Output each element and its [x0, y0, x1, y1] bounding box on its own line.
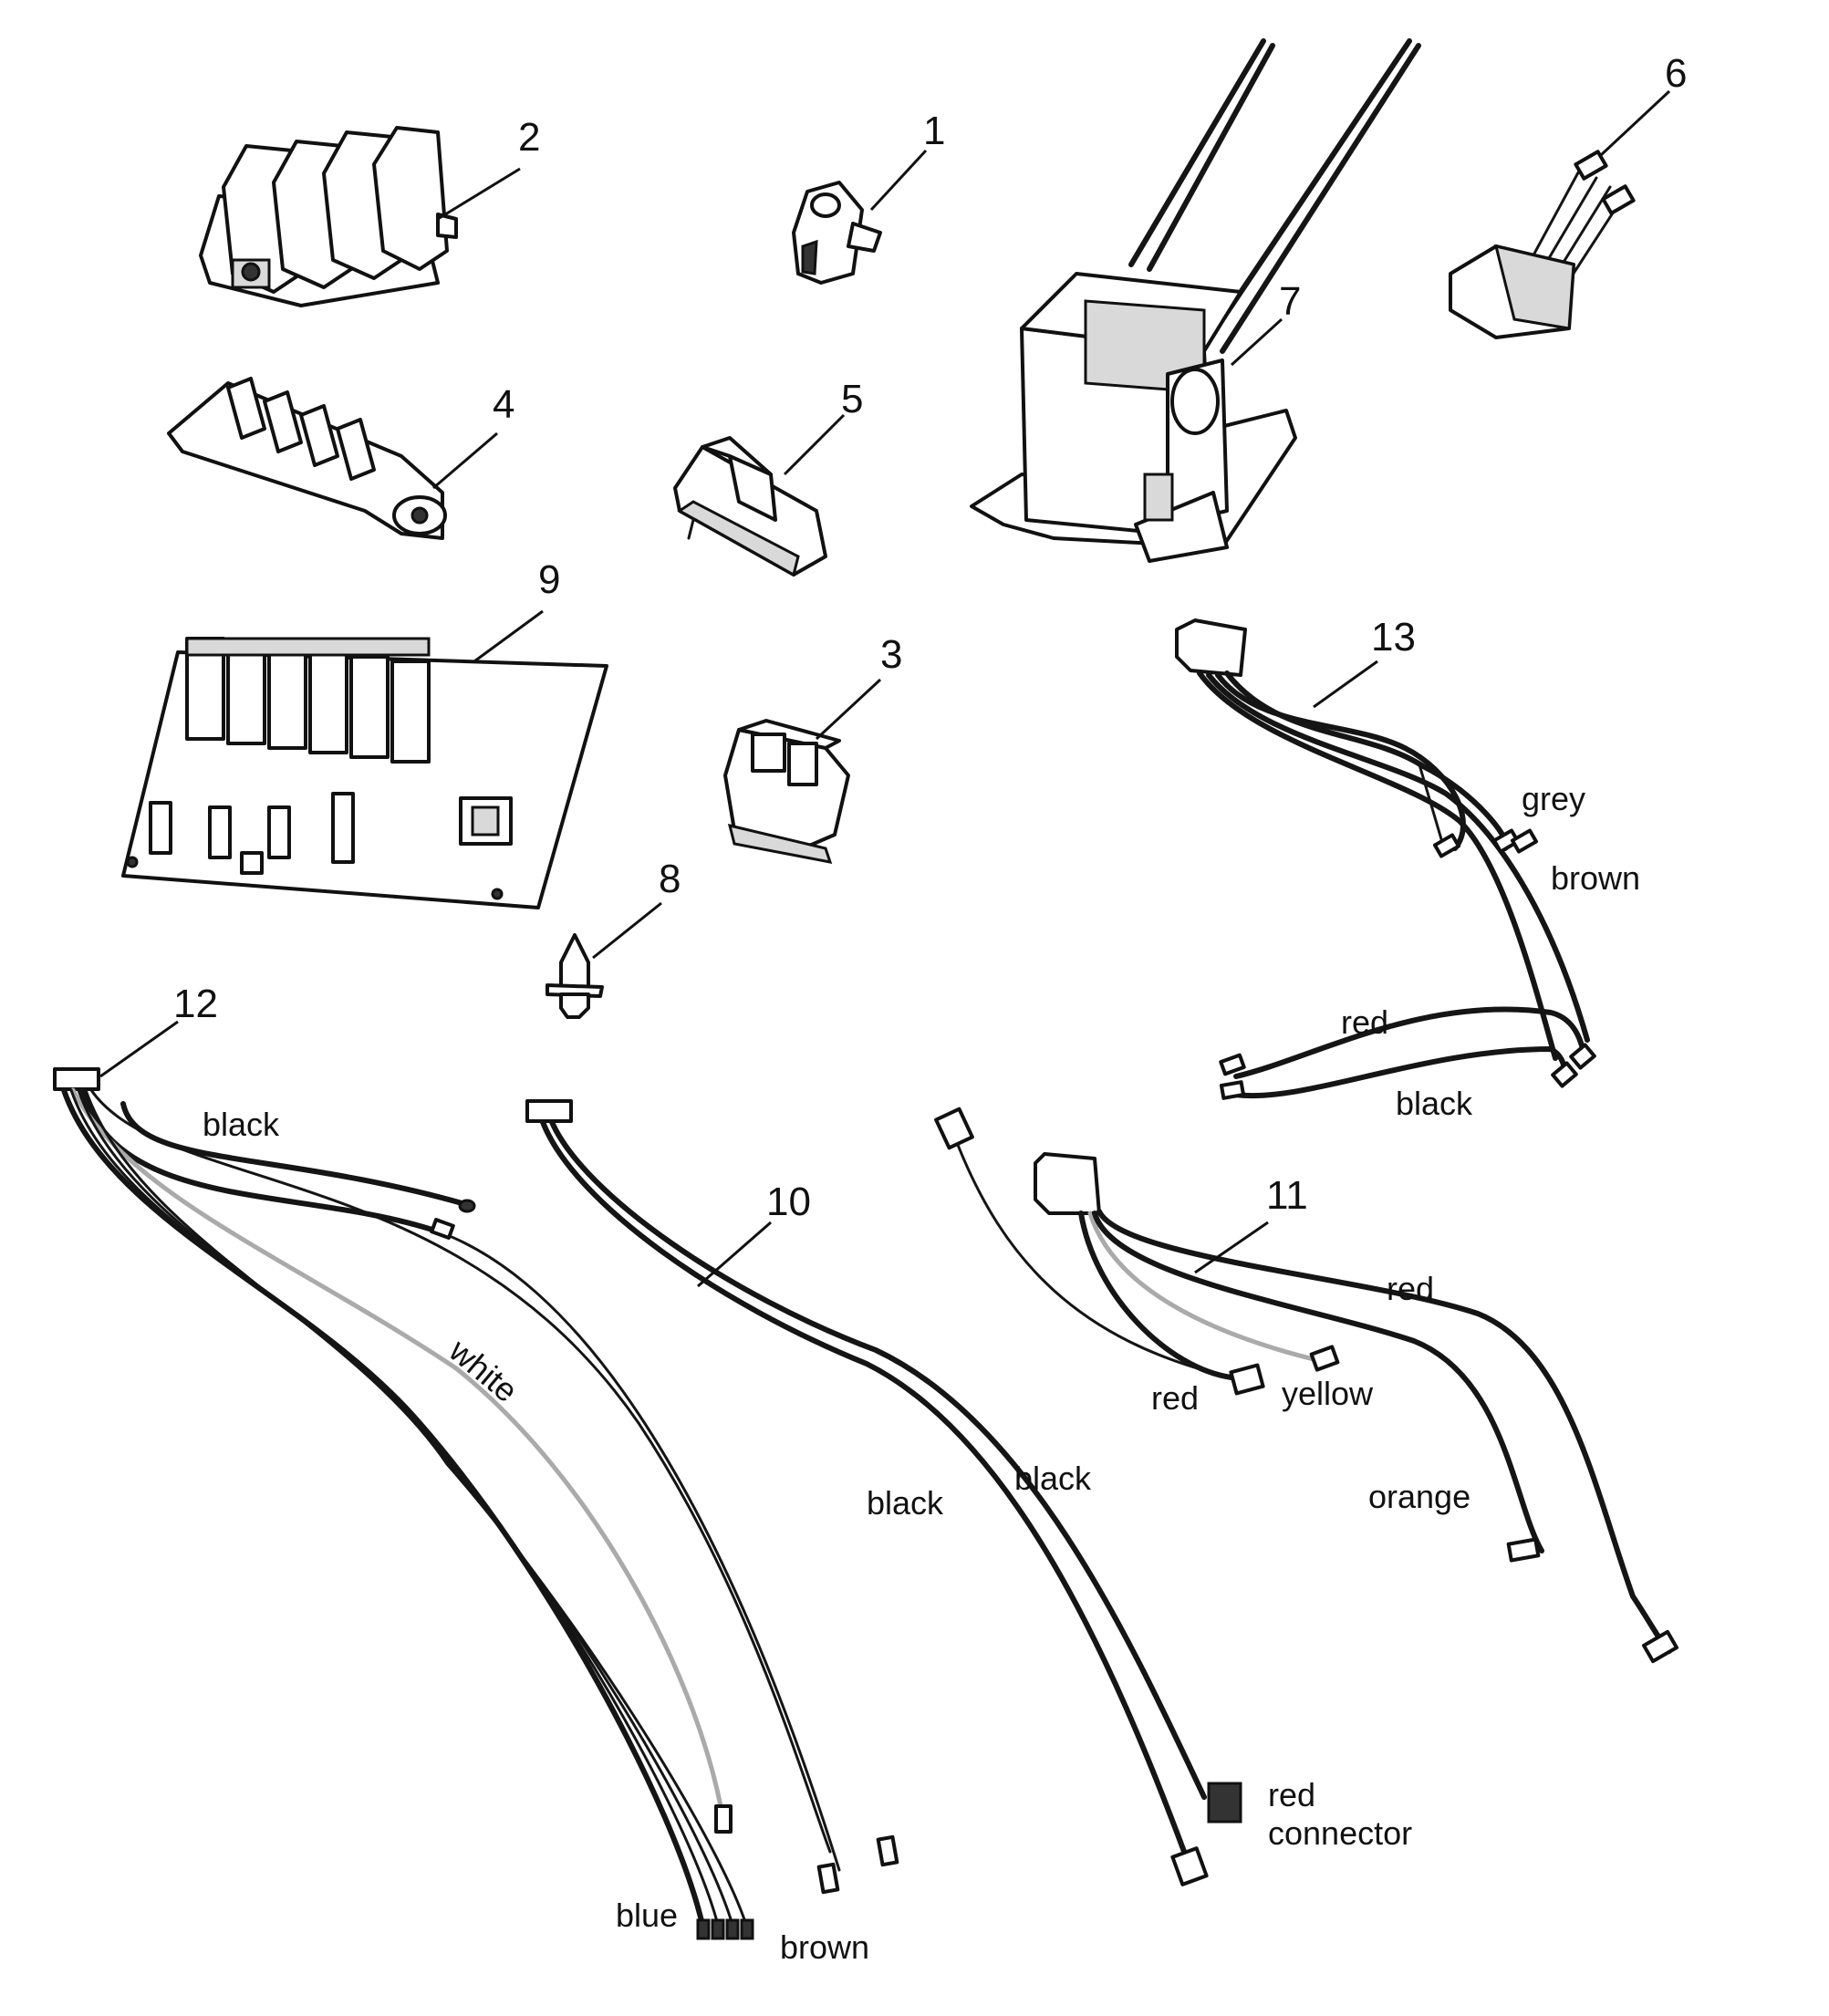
leader-13	[1313, 660, 1378, 709]
h13-label-black: black	[1396, 1085, 1473, 1122]
h12-label-white: white	[442, 1331, 525, 1409]
leader-2	[437, 167, 521, 221]
part-13-harness[interactable]	[1175, 618, 1596, 1100]
h10-label-black-right: black	[1014, 1460, 1092, 1497]
h13-label-red: red	[1341, 1003, 1388, 1041]
callout-13: 13	[1371, 615, 1416, 660]
part-6-connector-block[interactable]	[1449, 150, 1636, 339]
leader-4	[432, 431, 498, 490]
callout-10: 10	[766, 1179, 811, 1224]
part-11-harness[interactable]	[934, 1107, 1678, 1664]
callout-3: 3	[880, 632, 902, 677]
callout-1: 1	[923, 109, 945, 153]
leader-3	[815, 678, 882, 741]
leader-7	[1230, 317, 1283, 367]
callout-9: 9	[538, 557, 560, 602]
h12-label-black: black	[203, 1106, 280, 1143]
part-2-terminal-block[interactable]	[199, 126, 458, 307]
h12-label-brown: brown	[780, 1928, 869, 1966]
callout-11: 11	[1266, 1173, 1308, 1218]
h10-label-red-connector-line2: connector	[1268, 1814, 1412, 1852]
h11-label-red-top: red	[1387, 1270, 1434, 1307]
part-8-fuse[interactable]	[546, 933, 604, 1019]
leader-1	[869, 149, 928, 212]
h10-label-red-connector-line1: red	[1268, 1776, 1315, 1813]
part-5-module[interactable]	[673, 436, 827, 577]
h11-label-yellow: yellow	[1282, 1375, 1374, 1412]
h12-label-blue: blue	[616, 1896, 678, 1934]
h11-label-orange: orange	[1368, 1478, 1470, 1515]
part-7-transformer[interactable]	[970, 38, 1421, 563]
h13-label-grey: grey	[1522, 780, 1585, 817]
leader-10	[697, 1221, 772, 1288]
callout-5: 5	[841, 377, 863, 421]
part-4-terminal-strip[interactable]	[167, 377, 447, 540]
callout-12: 12	[173, 982, 218, 1026]
part-9-control-board[interactable]	[121, 637, 608, 909]
h11-label-red-left: red	[1151, 1379, 1199, 1417]
h13-label-brown: brown	[1551, 859, 1640, 897]
h10-label-black-left: black	[867, 1484, 944, 1522]
part-12-harness[interactable]	[53, 1067, 899, 1940]
leader-12	[99, 1020, 179, 1078]
part-10-harness[interactable]	[525, 1099, 1242, 1886]
callout-6: 6	[1665, 51, 1687, 96]
leader-8	[592, 901, 662, 960]
leader-9	[473, 609, 544, 663]
part-3-relay[interactable]	[723, 719, 850, 864]
callout-2: 2	[518, 115, 540, 160]
leader-5	[783, 413, 846, 476]
leader-11	[1194, 1221, 1269, 1274]
callout-8: 8	[659, 857, 681, 901]
leader-6	[1599, 89, 1671, 157]
callout-4: 4	[493, 382, 514, 427]
part-1-switch[interactable]	[792, 181, 882, 285]
callout-7: 7	[1279, 279, 1301, 324]
